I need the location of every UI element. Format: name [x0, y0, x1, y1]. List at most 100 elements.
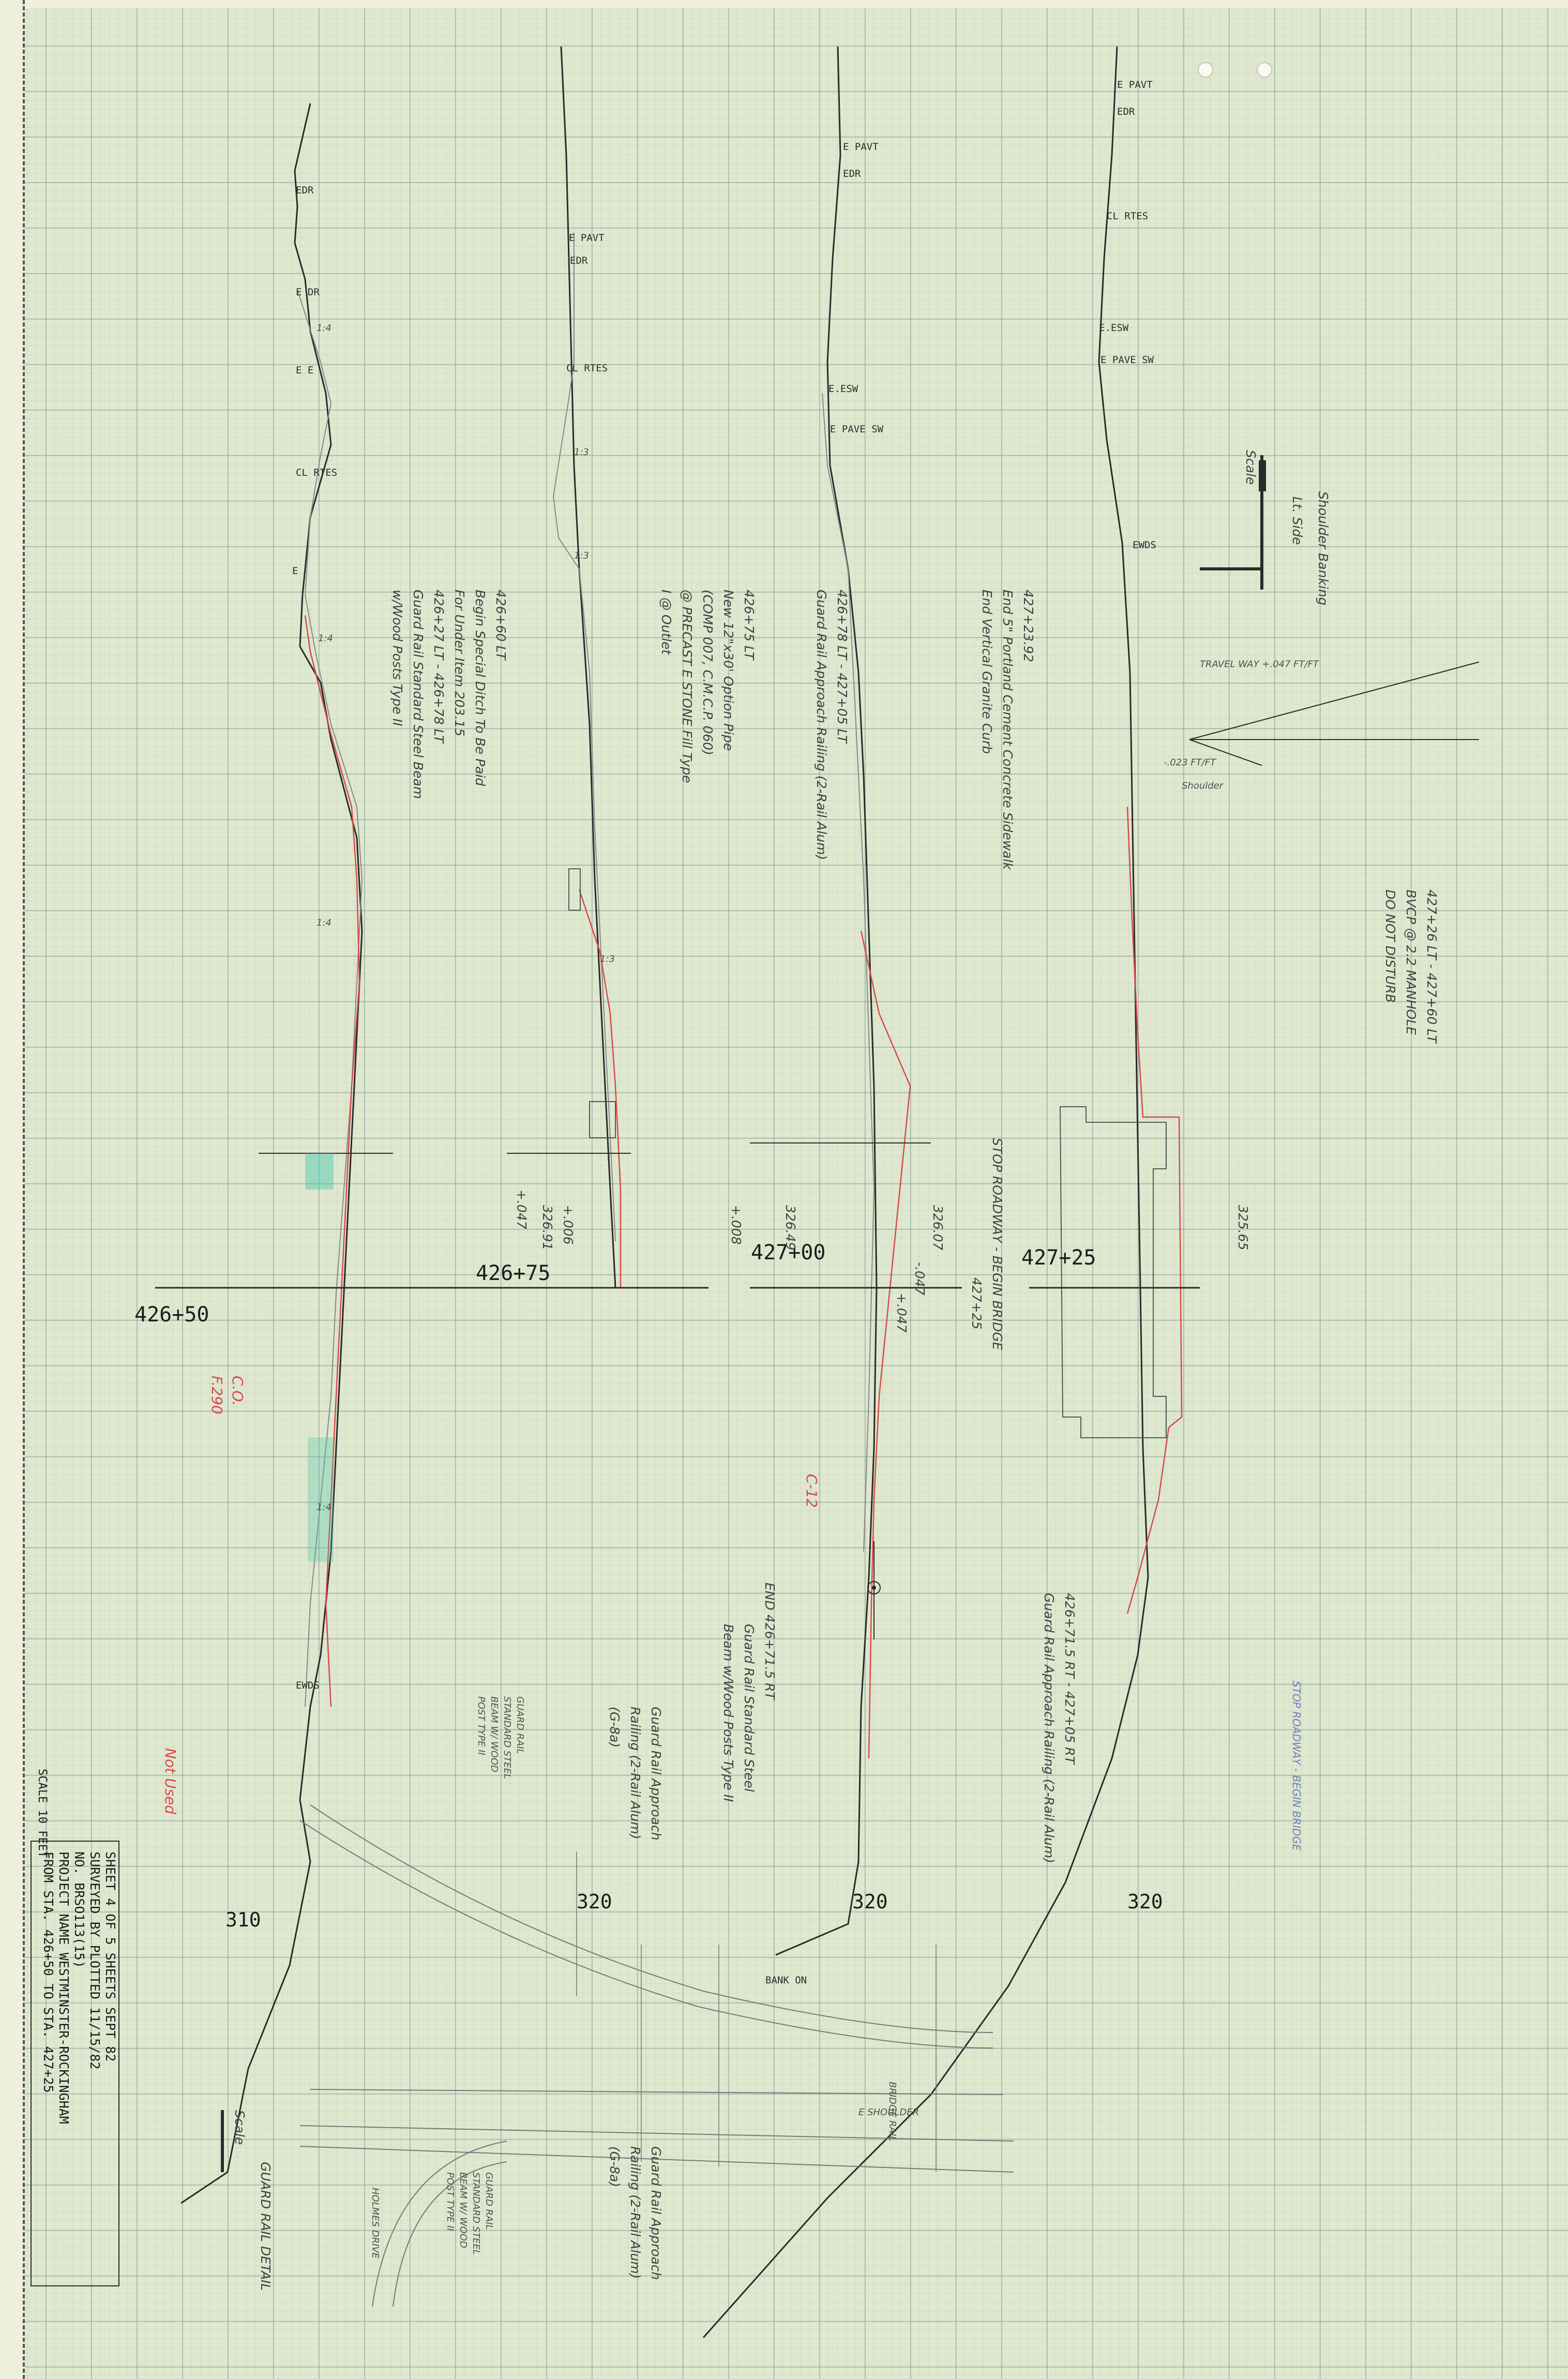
paper-top-edge	[0, 0, 1568, 8]
shoulder-slope-label: -.023 FT/FT	[1164, 757, 1217, 768]
banking-subtitle: Lt. Side	[1290, 496, 1305, 545]
note-line: STANDARD STEEL	[471, 2172, 481, 2255]
title-line: FROM STA. 426+50 TO STA. 427+25	[41, 1851, 56, 2093]
elevation-label: 320	[1127, 1890, 1163, 1913]
banking-title: Shoulder Banking	[1316, 491, 1331, 606]
note-stop-roadway: STOP ROADWAY - BEGIN BRIDGE 427+25	[969, 1138, 1005, 1350]
slope-label: 1:4	[318, 633, 333, 644]
elevations: 326.91 326.49 326.07 325.65 +.006 +.047 …	[514, 1190, 1250, 1333]
station-label: 426+50	[134, 1303, 209, 1327]
note-427-26: 427+26 LT - 427+60 LT BVCP @ 2.2 MANHOLE…	[1383, 890, 1439, 1044]
note-line: End 5" Portland Cement Concrete Sidewalk	[1000, 590, 1015, 870]
rail-line	[299, 2125, 1014, 2142]
note-line: Guard Rail Standard Steel	[742, 1624, 757, 1792]
note-line: 426+71.5 RT - 427+05 RT	[1062, 1593, 1077, 1765]
note-line: Railing (2-Rail Alum)	[628, 1707, 643, 1839]
banking-travel-way	[1189, 661, 1480, 740]
note-line: Guard Rail Approach Railing (2-Rail Alum…	[814, 590, 829, 860]
red-annotations: F.290 C.O. Not Used C-12	[162, 1376, 820, 1814]
note-line: GUARD RAIL	[484, 2172, 494, 2230]
note-line: STANDARD STEEL	[502, 1696, 512, 1779]
holmes-drive-curve	[372, 2141, 507, 2307]
monument-marker	[867, 1581, 881, 1594]
point-label: EWDS	[1133, 539, 1156, 551]
note-line: 426+60 LT	[493, 590, 508, 661]
note-line: 426+75 LT	[742, 590, 757, 661]
note-line: Guard Rail Standard Steel Beam	[411, 590, 426, 799]
detail-title: GUARD RAIL DETAIL	[258, 2162, 273, 2291]
scale-label: SCALE 10 FEET	[36, 1769, 49, 1858]
note-427-23: 427+23.92 End 5" Portland Cement Concret…	[979, 590, 1036, 870]
point-label: E DR	[296, 287, 320, 298]
monument-marker-center	[872, 1586, 876, 1590]
title-line: SHEET 4 OF 5 SHEETS SEPT 82	[103, 1851, 118, 2061]
note-426-78: 426+78 LT - 427+05 LT Guard Rail Approac…	[814, 590, 850, 860]
note-line: 427+23.92	[1021, 590, 1036, 662]
red-note: Not Used	[162, 1748, 179, 1814]
offset-value: +.008	[729, 1205, 744, 1245]
point-label: E	[292, 565, 298, 577]
point-label: EWDS	[296, 1680, 320, 1691]
note-line: (COMP 007, C.M.C.P. 060)	[700, 590, 715, 755]
point-label: E PAVE SW	[830, 424, 884, 435]
note-guard-rail-rt: 426+71.5 RT - 427+05 RT Guard Rail Appro…	[1042, 1593, 1077, 1863]
note-guard-rail-lower: Guard Rail Approach Railing (2-Rail Alum…	[445, 2146, 664, 2280]
section-427-00: E PAVT EDR E.ESW E PAVE SW 427+00 320 BA…	[750, 46, 962, 1986]
shoulder-banking-inset: Shoulder Banking Lt. Side Scale TRAVEL W…	[1164, 450, 1480, 791]
ground-line	[560, 46, 616, 1288]
ditch-fill	[305, 1153, 334, 1190]
proposed-line-lower	[1126, 1427, 1170, 1614]
slope-label: 1:3	[600, 954, 615, 965]
note-426-60: 426+60 LT Begin Special Ditch To Be Paid…	[390, 590, 508, 799]
title-line: PROJECT NAME WESTMINSTER-ROCKINGHAM	[56, 1851, 71, 2124]
bridge-rail-label: BRIDGE RAIL	[887, 2082, 898, 2141]
elevation-value: 326.49	[783, 1205, 798, 1250]
elevation-label: 320	[852, 1890, 888, 1913]
note-line: GUARD RAIL	[515, 1696, 525, 1754]
travel-way-label: TRAVEL WAY +.047 FT/FT	[1200, 659, 1320, 670]
ground-line	[702, 46, 1149, 2338]
title-line: NO. BRSO113(15)	[72, 1851, 87, 1968]
holmes-drive-curve	[393, 2161, 507, 2307]
note-line: Guard Rail Approach Railing (2-Rail Alum…	[1042, 1593, 1057, 1863]
note-line: (G-8a)	[607, 1707, 622, 1748]
point-label: E.ESW	[1099, 322, 1129, 334]
note-line: 426+78 LT - 427+05 LT	[835, 590, 850, 744]
point-label: E.ESW	[828, 383, 858, 395]
rail-line	[299, 2146, 1014, 2173]
blue-annotations: STOP ROADWAY - BEGIN BRIDGE	[1290, 1681, 1303, 1851]
title-line: SURVEYED BY PLOTTED 11/15/82	[87, 1851, 102, 2069]
point-label: CL RTES	[1107, 210, 1148, 222]
note-line: I @ Outlet	[659, 590, 674, 655]
bank-on-label: BANK ON	[765, 1975, 807, 1986]
note-line: 427+25	[969, 1277, 984, 1329]
point-label: E PAVT	[1117, 79, 1153, 91]
guard-rail-detail: BRIDGE RAIL E SHOULDER	[299, 1804, 1014, 2307]
guard-rail-curve-outer	[299, 1820, 993, 2049]
section-427-25: E PAVT EDR CL RTES E.ESW E PAVE SW EWDS …	[702, 46, 1200, 2338]
punch-hole	[1257, 62, 1272, 78]
scale-word: Scale	[1243, 450, 1258, 485]
note-line: BVCP @ 2.2 MANHOLE	[1404, 890, 1419, 1035]
note-guard-rail-standard: GUARD RAIL STANDARD STEEL BEAM W/ WOOD P…	[476, 1696, 525, 1779]
pipe-outlet	[589, 1101, 616, 1138]
offset-value: -.047	[912, 1262, 927, 1296]
note-line: 427+26 LT - 427+60 LT	[1424, 890, 1439, 1044]
blue-note: STOP ROADWAY - BEGIN BRIDGE	[1290, 1681, 1303, 1851]
note-line: Railing (2-Rail Alum)	[628, 2146, 643, 2279]
offset-value: +.047	[514, 1190, 529, 1229]
punch-hole	[1198, 62, 1213, 78]
ground-line	[775, 46, 878, 1956]
slope-label: 1:3	[574, 447, 589, 458]
pipe-inlet	[568, 868, 581, 911]
point-label: CL RTES	[566, 363, 608, 374]
note-line: DO NOT DISTURB	[1383, 890, 1398, 1003]
station-label: 427+25	[1021, 1246, 1096, 1270]
note-line: End Vertical Granite Curb	[979, 590, 994, 754]
note-line: For Under Item 203.15	[452, 590, 467, 736]
proposed-line	[1126, 806, 1183, 1428]
guard-rail-curve-inner	[310, 1804, 993, 2033]
holmes-drive-label: HOLMES DRIVE	[370, 2188, 381, 2259]
